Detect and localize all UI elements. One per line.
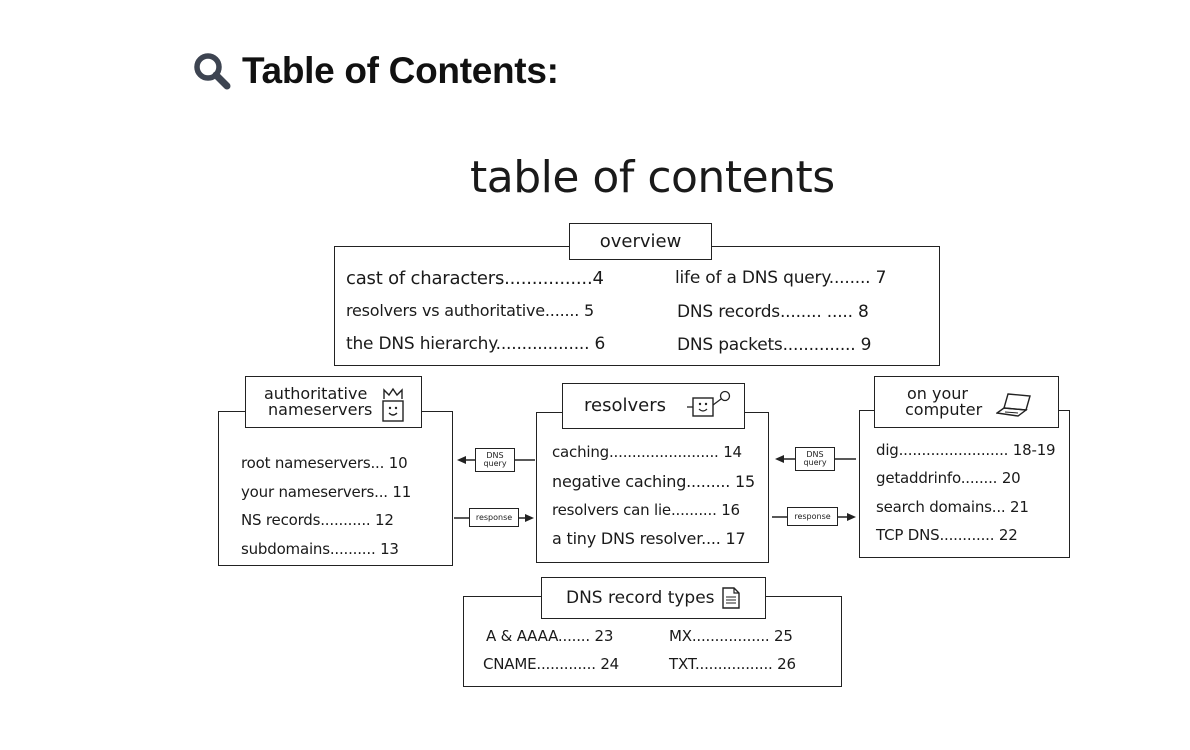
toc-entry: life of a DNS query........ 7 [675, 268, 887, 288]
document-icon [721, 586, 741, 615]
tab-label-line: on your [907, 384, 968, 403]
dns-query-label: DNS query [475, 448, 515, 472]
dns-record-types-tab: DNS record types [541, 577, 766, 619]
illustration-title: table of contents [470, 152, 835, 203]
toc-entry: TCP DNS............ 22 [876, 526, 1018, 544]
toc-entry: your nameservers... 11 [241, 483, 412, 501]
tab-label-line: authoritative [264, 384, 368, 403]
toc-entry: getaddrinfo........ 20 [876, 469, 1021, 487]
toc-entry: caching........................ 14 [552, 443, 742, 461]
on-your-computer-box [859, 410, 1070, 558]
toc-entry: subdomains.......... 13 [241, 540, 399, 558]
tab-label: resolvers [584, 395, 666, 416]
response-label: response [787, 507, 838, 526]
tab-label-line: nameservers [268, 400, 373, 419]
laptop-icon [995, 392, 1032, 423]
toc-entry: negative caching......... 15 [552, 472, 755, 491]
overview-tab: overview [569, 223, 712, 260]
toc-entry: dig........................ 18-19 [876, 441, 1056, 459]
toc-entry: the DNS hierarchy.................. 6 [346, 334, 606, 354]
search-icon [192, 51, 232, 91]
resolvers-box [536, 412, 769, 563]
toc-entry: search domains... 21 [876, 498, 1029, 516]
tab-label-line: computer [905, 400, 983, 419]
toc-entry: root nameservers... 10 [241, 454, 408, 472]
toc-entry: NS records........... 12 [241, 511, 394, 529]
resolvers-tab: resolvers [562, 383, 745, 429]
page-header: Table of Contents: [192, 50, 559, 92]
authoritative-nameservers-box [218, 411, 453, 566]
resolver-magnifier-icon [685, 390, 735, 425]
toc-entry: resolvers can lie.......... 16 [552, 501, 740, 519]
toc-entry: DNS packets.............. 9 [677, 335, 872, 355]
toc-entry: DNS records........ ..... 8 [677, 302, 869, 322]
nameserver-crown-icon [380, 387, 406, 428]
toc-entry: CNAME............. 24 [483, 655, 620, 673]
toc-entry: A & AAAA....... 23 [486, 627, 614, 645]
toc-entry: MX................. 25 [669, 627, 793, 645]
response-label: response [469, 508, 519, 527]
toc-entry: resolvers vs authoritative....... 5 [346, 301, 594, 320]
authoritative-nameservers-tab: authoritative nameservers [245, 376, 422, 428]
tab-label: DNS record types [566, 587, 715, 608]
toc-entry: a tiny DNS resolver.... 17 [552, 529, 746, 548]
toc-entry: cast of characters................4 [346, 268, 604, 289]
overview-box [334, 246, 940, 366]
dns-query-label: DNS query [795, 447, 835, 471]
page-title: Table of Contents: [242, 50, 559, 91]
toc-entry: TXT................. 26 [669, 655, 796, 673]
